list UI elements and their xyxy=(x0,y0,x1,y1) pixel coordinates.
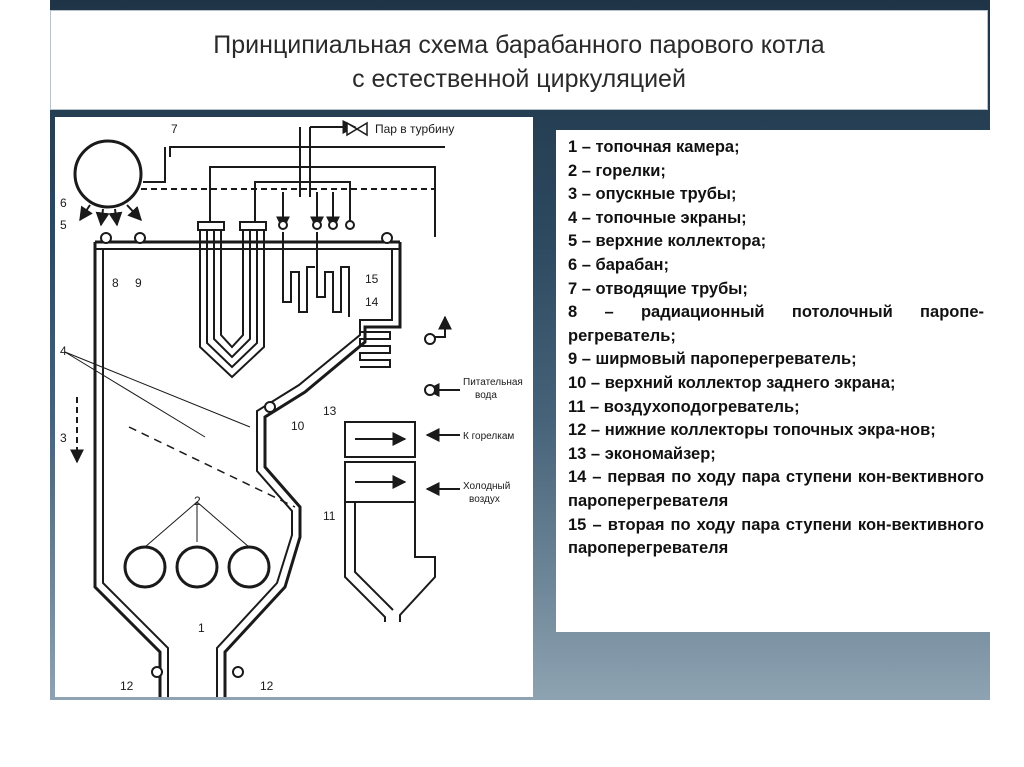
num-2: 2 xyxy=(194,494,201,508)
boiler-diagram: Пар в турбину Питательная вода К горелка… xyxy=(55,117,533,697)
label-cold-air-2: воздух xyxy=(469,494,500,505)
title-box: Принципиальная схема барабанного паровог… xyxy=(50,10,988,110)
legend-panel: 1 – топочная камера; 2 – горелки; 3 – оп… xyxy=(556,130,992,632)
legend-item-6: 6 – барабан; xyxy=(568,255,669,274)
num-5: 5 xyxy=(60,218,67,232)
num-11: 11 xyxy=(323,509,336,523)
num-12-left: 12 xyxy=(120,679,134,693)
burner-3 xyxy=(227,545,271,589)
num-10: 10 xyxy=(291,419,305,433)
legend-item-15: 15 – вторая по ходу пара ступени кон-век… xyxy=(568,515,984,558)
legend-item-10: 10 – верхний коллектор заднего экрана; xyxy=(568,373,896,392)
num-1: 1 xyxy=(198,621,205,635)
burner-1 xyxy=(123,545,167,589)
label-to-burners: К горелкам xyxy=(463,431,514,442)
num-8: 8 xyxy=(112,276,119,290)
legend-item-14: 14 – первая по ходу пара ступени кон-век… xyxy=(568,468,984,510)
legend-item-1: 1 – топочная камера; xyxy=(568,138,740,156)
drum-shape xyxy=(73,139,143,209)
num-14: 14 xyxy=(365,295,379,309)
num-13: 13 xyxy=(323,404,337,418)
legend-item-12: 12 – нижние коллекторы топочных экра-нов… xyxy=(568,421,936,440)
legend-item-11: 11 – воздухоподогреватель; xyxy=(568,397,800,416)
num-9: 9 xyxy=(135,276,142,290)
legend-item-8: 8 – радиационный потолочный паропе-регре… xyxy=(568,303,984,345)
legend-item-2: 2 – горелки; xyxy=(568,161,666,180)
legend-item-5: 5 – верхние коллектора; xyxy=(568,232,767,251)
num-12-right: 12 xyxy=(260,679,274,693)
num-4: 4 xyxy=(60,344,67,358)
burner-2 xyxy=(175,545,219,589)
label-feed-water-1: Питательная xyxy=(463,377,523,388)
boiler-schematic-svg: Пар в турбину Питательная вода К горелка… xyxy=(60,120,523,697)
title-line-1: Принципиальная схема барабанного паровог… xyxy=(213,31,825,59)
num-3: 3 xyxy=(60,431,67,445)
label-cold-air-1: Холодный xyxy=(463,481,510,492)
legend-item-7: 7 – отводящие трубы; xyxy=(568,279,748,298)
title-line-2: с естественной циркуляцией xyxy=(352,65,686,93)
legend-item-3: 3 – опускные трубы; xyxy=(568,185,737,204)
label-steam-to-turbine: Пар в турбину xyxy=(375,122,454,136)
num-6: 6 xyxy=(60,196,67,210)
legend-item-9: 9 – ширмовый пароперегреватель; xyxy=(568,350,857,369)
legend-item-13: 13 – экономайзер; xyxy=(568,444,716,463)
label-feed-water-2: вода xyxy=(475,390,497,401)
legend-item-4: 4 – топочные экраны; xyxy=(568,208,747,227)
num-15: 15 xyxy=(365,272,379,286)
num-7: 7 xyxy=(171,122,178,136)
